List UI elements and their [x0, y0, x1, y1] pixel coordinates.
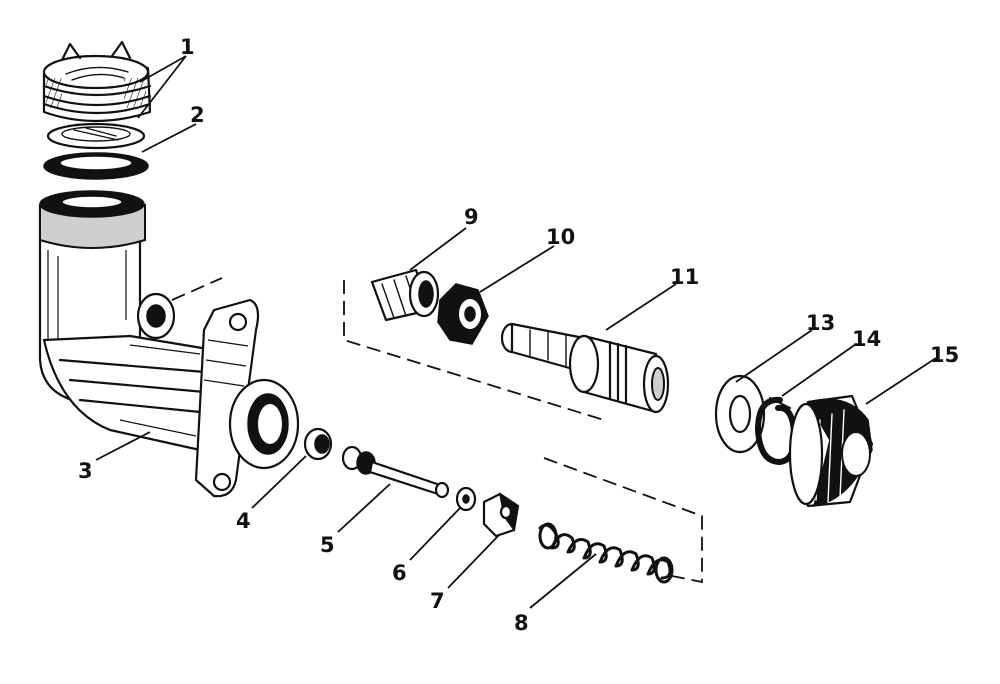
flat-washer-part	[714, 374, 766, 454]
washer-part	[455, 486, 477, 512]
boot-part	[788, 394, 874, 508]
callout-7: 7	[430, 589, 445, 613]
circlip-part	[755, 396, 798, 465]
spring-seat-part	[482, 492, 520, 538]
callout-9: 9	[464, 205, 479, 229]
seal-part	[303, 427, 333, 461]
callout-14: 14	[852, 327, 881, 351]
callout-labels: 1 2 3 4 5 6 7 8 9 10 11 13 14 15	[78, 35, 959, 635]
callout-3: 3	[78, 459, 93, 483]
assembly-guide-lines	[171, 277, 703, 584]
callout-5: 5	[320, 533, 335, 557]
callout-13: 13	[806, 311, 835, 335]
filter-part	[370, 268, 440, 322]
pushrod-part	[341, 445, 450, 499]
callout-11: 11	[670, 265, 699, 289]
callout-10: 10	[546, 225, 575, 249]
callout-15: 15	[930, 343, 959, 367]
callout-6: 6	[392, 561, 407, 585]
gasket-part	[43, 152, 149, 180]
cylinder-body-part	[38, 190, 300, 498]
piston-part	[500, 322, 670, 414]
spring-part	[538, 522, 674, 584]
reservoir-cap-part	[42, 40, 152, 123]
callout-8: 8	[514, 611, 529, 635]
diaphragm-part	[46, 122, 146, 150]
nut-part	[437, 283, 489, 345]
leader-lines	[95, 55, 937, 609]
callout-1: 1	[180, 35, 195, 59]
callout-2: 2	[190, 103, 205, 127]
callout-4: 4	[236, 509, 251, 533]
